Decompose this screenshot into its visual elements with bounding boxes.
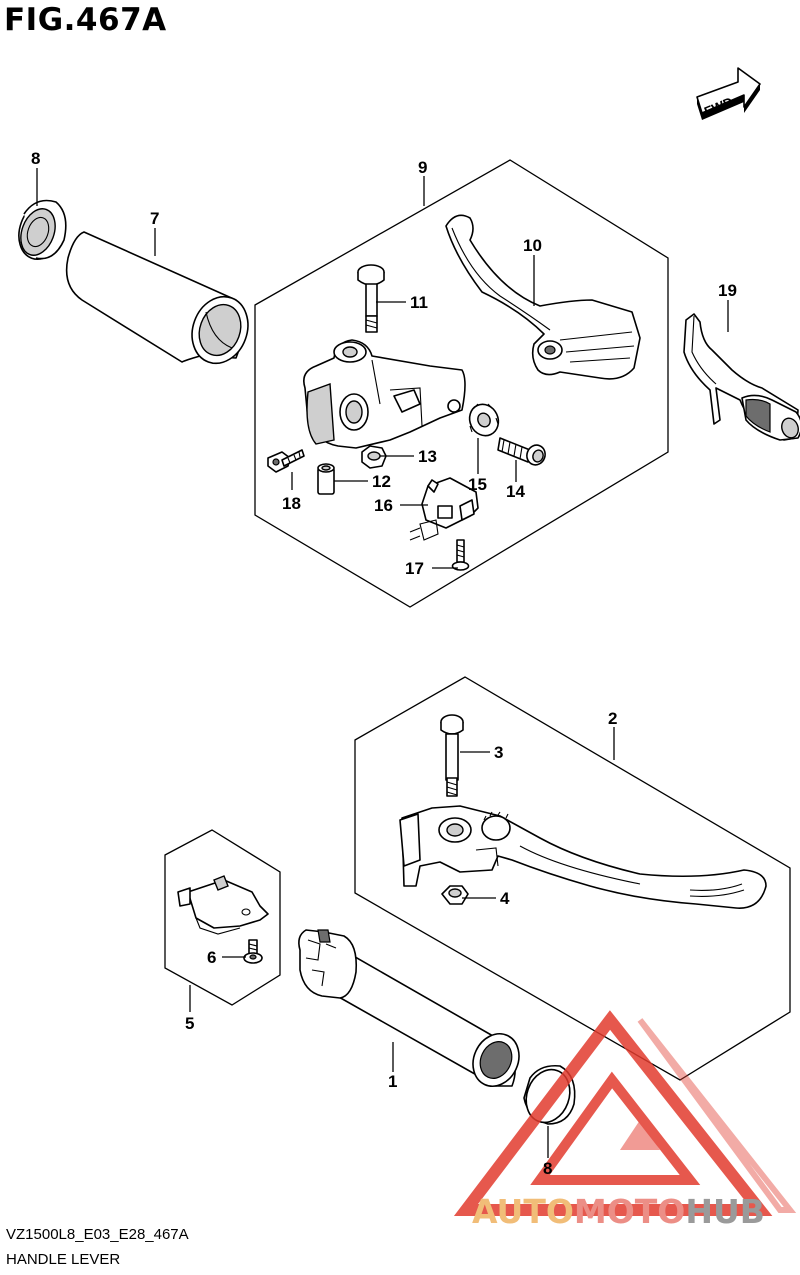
callout-8-bottom: 8: [543, 1159, 552, 1178]
callout-7: 7: [150, 209, 159, 228]
callout-6: 6: [207, 948, 216, 967]
watermark-hub: HUB: [685, 1192, 765, 1231]
callout-1: 1: [388, 1072, 397, 1091]
callout-12: 12: [372, 472, 391, 491]
screw-18: [267, 449, 305, 473]
throttle-grip-1: [298, 929, 520, 1087]
figure-title: FIG.467A: [4, 2, 167, 38]
clutch-switch-16: [409, 477, 479, 541]
nut-4: [441, 885, 469, 905]
screw-6: [243, 939, 263, 964]
watermark-text: AUTOMOTOHUB: [472, 1192, 765, 1231]
figure-name: HANDLE LEVER: [6, 1251, 121, 1268]
pivot-bolt-11: [357, 264, 385, 333]
fwd-direction-arrow: FWD: [696, 67, 761, 120]
callout-19: 19: [718, 281, 737, 300]
callout-3: 3: [494, 743, 503, 762]
screw-17: [451, 539, 470, 571]
callout-8-top: 8: [31, 149, 40, 168]
watermark-logo: [453, 1010, 797, 1216]
callout-4: 4: [500, 889, 510, 908]
adjuster-locknut-15: [468, 403, 500, 437]
assembly-9-frame: [254, 159, 669, 608]
front-brake-switch-5: [177, 875, 269, 935]
callout-13: 13: [418, 447, 437, 466]
assembly-5-frame: [164, 829, 281, 1006]
collar-12: [317, 463, 335, 495]
left-handle-grip: [65, 231, 249, 365]
watermark-moto: MOTO: [573, 1192, 686, 1231]
figure-code: VZ1500L8_E03_E28_467A: [6, 1226, 189, 1243]
callout-10: 10: [523, 236, 542, 255]
adjuster-bolt-14: [497, 437, 546, 466]
front-brake-lever: [399, 805, 767, 909]
callout-2: 2: [608, 709, 617, 728]
callout-numbers: 8 7 9 10 19 11 13 12 15 14 18 16 17 2 3 …: [31, 149, 737, 1178]
leader-lines: [36, 168, 729, 1158]
callout-9: 9: [418, 158, 427, 177]
nut-13: [361, 445, 387, 469]
assembly-2-frame: [354, 676, 791, 1081]
callout-18: 18: [282, 494, 301, 513]
callout-16: 16: [374, 496, 393, 515]
lever-boot-cover-19: [683, 313, 800, 441]
pivot-bolt-3: [440, 714, 464, 797]
callout-15: 15: [468, 475, 487, 494]
callout-11: 11: [410, 293, 428, 312]
clutch-lever-holder: [303, 339, 466, 449]
callout-5: 5: [185, 1014, 194, 1033]
callout-17: 17: [405, 559, 424, 578]
watermark-auto: AUTO: [472, 1192, 574, 1231]
clutch-lever: [445, 214, 641, 380]
grip-end-cap-top: [18, 199, 67, 260]
callout-14: 14: [506, 482, 525, 501]
